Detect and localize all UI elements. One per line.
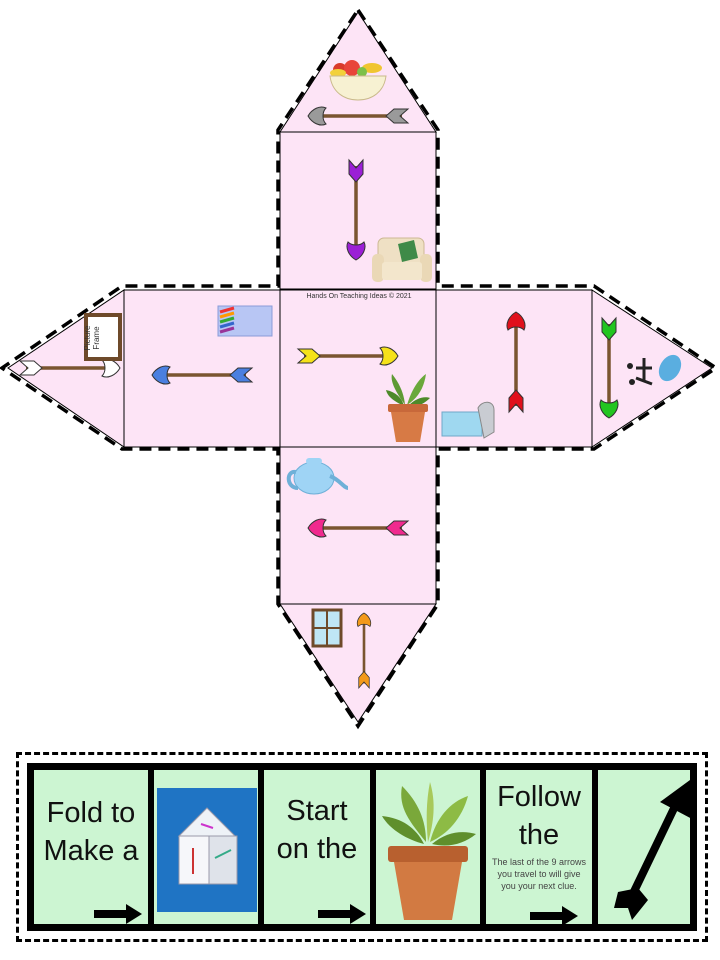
follow-line-2: the: [518, 819, 560, 851]
instruction-strip: Fold to Make a Start on the: [16, 752, 708, 942]
plant-pot-icon: [386, 374, 430, 442]
strip-cell-start: Start on the: [261, 767, 373, 927]
fish-tank-icon: [441, 401, 495, 439]
right-arrow-icon: [94, 904, 142, 924]
teapot-icon: [286, 458, 349, 495]
plant-pot-icon: [382, 782, 476, 920]
folded-cube-photo-icon: [157, 788, 257, 912]
diagonal-arrow-icon: [614, 780, 690, 920]
dice-net: [0, 6, 720, 730]
fold-line-2: Make a: [43, 835, 139, 867]
right-arrow-icon: [530, 906, 578, 924]
copyright-text: Hands On Teaching Ideas © 2021: [306, 293, 412, 300]
right-arrow-icon: [318, 904, 366, 924]
strip-cell-fold: Fold to Make a: [31, 767, 151, 927]
strip-cell-plant: [373, 767, 483, 927]
start-line-2: on the: [276, 833, 358, 865]
window-icon: [311, 608, 343, 648]
office-chair-icon: [627, 354, 682, 386]
fold-line-1: Fold to: [46, 797, 136, 829]
picture-frame-icon: [84, 313, 122, 361]
armchair-icon: [372, 237, 432, 282]
follow-line-1: Follow: [497, 781, 581, 813]
start-line-1: Start: [286, 795, 348, 827]
cut-line: [0, 6, 720, 730]
strip-cell-arrow: [595, 767, 693, 927]
strip-cell-cube-photo: [151, 767, 261, 927]
picture-frame-label: Picture Frame: [83, 325, 101, 351]
follow-note: The last of the 9 arrows you travel to w…: [491, 857, 587, 891]
left-face: [123, 289, 281, 448]
pencils-box-icon: [217, 305, 273, 337]
strip-cell-follow: Follow the The last of the 9 arrows you …: [483, 767, 595, 927]
fruit-bowl-icon: [329, 60, 387, 101]
